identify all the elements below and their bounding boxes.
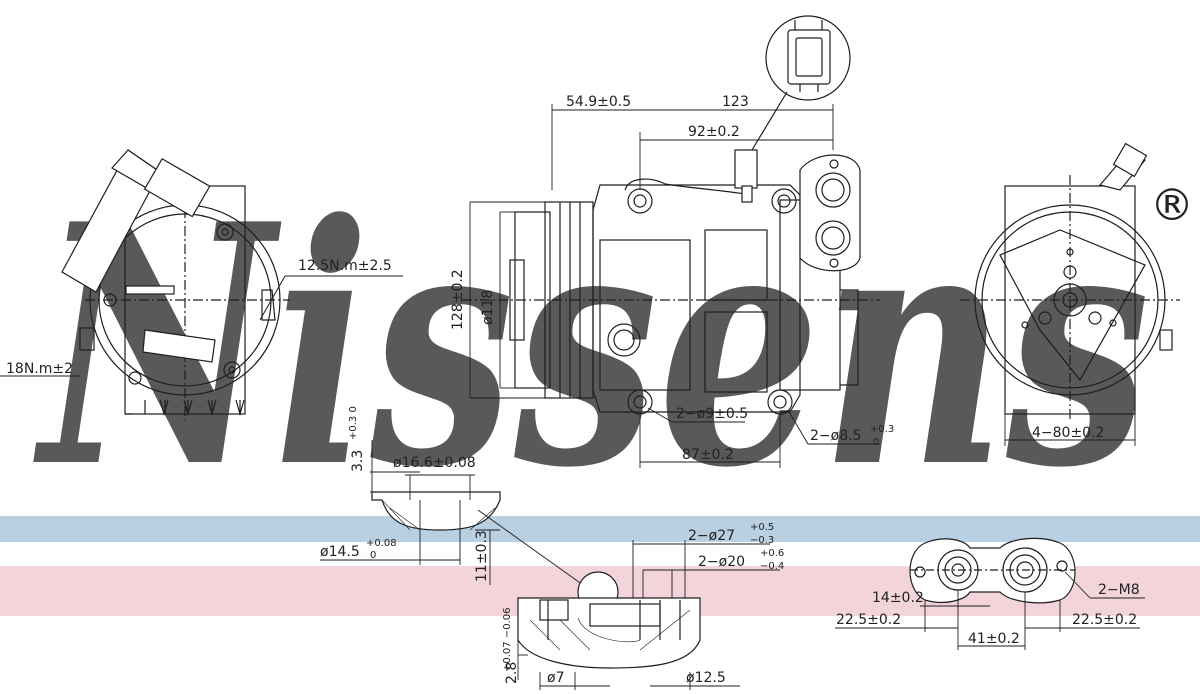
label-tol-3-3: +0.3 0: [348, 406, 359, 440]
label-dim-3-3: 3.3: [350, 450, 366, 472]
label-dim-14: 14±0.2: [872, 590, 924, 606]
label-tol-14-5-lower: 0: [370, 550, 376, 561]
label-dim-92: 92±0.2: [688, 124, 740, 140]
label-dim-2-m8: 2−M8: [1098, 582, 1140, 598]
label-dim-11: 11±0.3: [474, 530, 490, 582]
connector-callout: [751, 15, 851, 151]
label-tol-2-8: +0.07 −0.06: [502, 608, 513, 672]
label-dim-22-5-left: 22.5±0.2: [836, 612, 901, 628]
right-compressor-view: [960, 142, 1180, 420]
blue-band: [0, 516, 1200, 542]
label-dim-2-8-5: 2−ø8.5: [810, 428, 861, 444]
label-tol-27-upper: +0.5: [750, 522, 774, 533]
label-dim-7: ø7: [547, 670, 564, 686]
label-dim-2-9: 2−ø9±0.5: [676, 406, 748, 422]
label-tol-27-lower: −0.3: [750, 535, 774, 546]
left-compressor-view: [61, 149, 290, 420]
flange-detail: [835, 537, 1145, 650]
label-dim-118: ø118: [480, 290, 496, 325]
registered-mark: ®: [1150, 180, 1194, 231]
label-dim-14-5: ø14.5: [320, 544, 360, 560]
fitting-detail-b: [517, 540, 780, 690]
label-tol-14-5-upper: +0.08: [366, 538, 397, 549]
label-torque-side: 18N.m±2: [6, 361, 73, 377]
label-dim-87: 87±0.2: [682, 447, 734, 463]
label-dim-128: 128±0.2: [450, 269, 466, 330]
label-dim-123: 123: [722, 94, 749, 110]
label-dim-22-5-right: 22.5±0.2: [1072, 612, 1137, 628]
label-tol-20-lower: −0.4: [760, 561, 784, 572]
center-compressor-view: [462, 149, 880, 415]
label-tol-8-5-upper: +0.3: [870, 424, 894, 435]
label-dim-41: 41±0.2: [968, 631, 1020, 647]
label-dim-2-20: 2−ø20: [698, 554, 745, 570]
fitting-detail-a: [320, 440, 591, 591]
label-torque-main: 12.5N.m±2.5: [298, 258, 392, 274]
label-dim-12-5: ø12.5: [686, 670, 726, 686]
label-tol-20-upper: +0.6: [760, 548, 784, 559]
label-dim-2-8: 2.8: [504, 662, 520, 684]
brand-watermark: Nissens: [32, 152, 1150, 540]
label-dim-2-27: 2−ø27: [688, 528, 735, 544]
label-tol-8-5-lower: 0: [873, 437, 879, 448]
label-dim-4-80: 4−80±0.2: [1032, 425, 1104, 441]
label-dim-16-6: ø16.6±0.08: [393, 455, 476, 471]
label-dim-54-9: 54.9±0.5: [566, 94, 631, 110]
